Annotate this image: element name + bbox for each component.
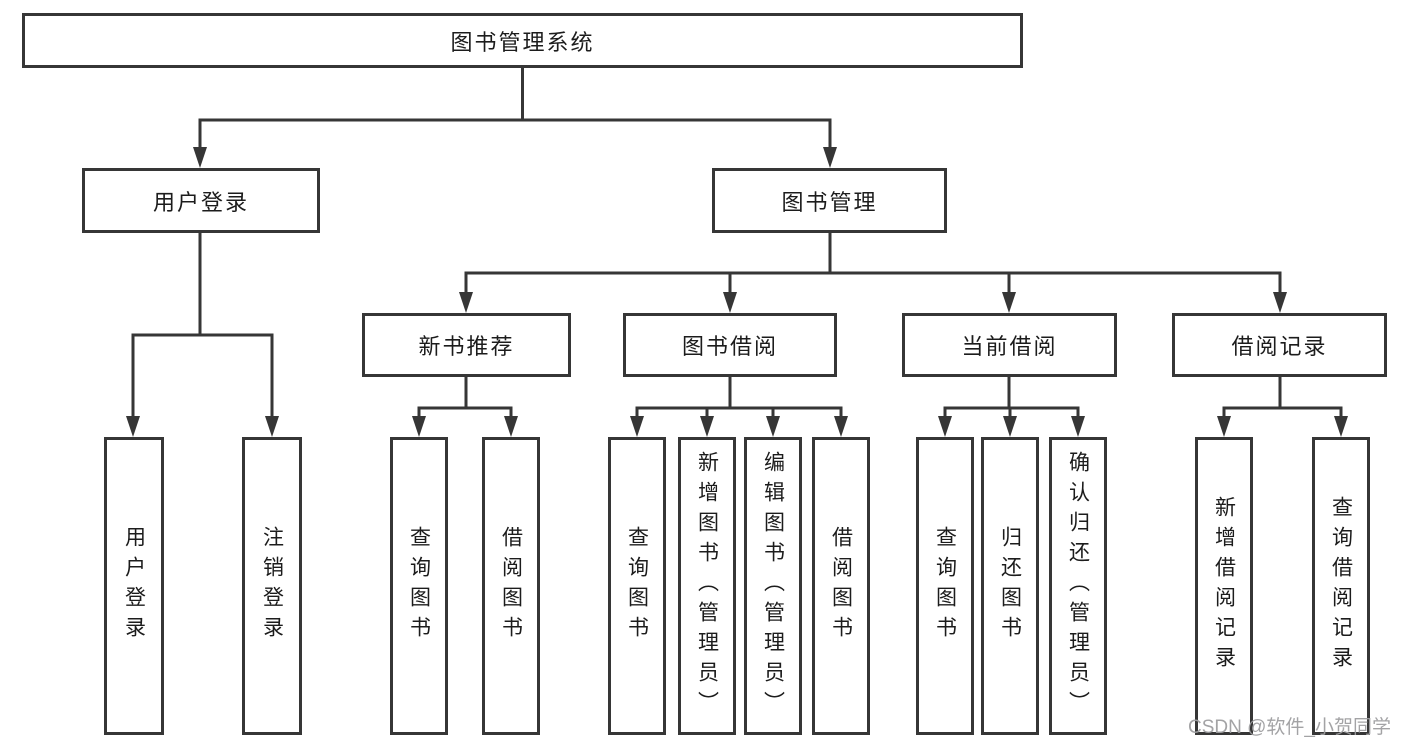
connector-borrow-to-leaves — [630, 377, 848, 437]
node-book-borrow-label: 图书借阅 — [681, 334, 778, 359]
leaf-label: 借阅图书 — [829, 526, 853, 646]
leaf-label: 查询图书 — [933, 526, 957, 646]
connector-current-to-leaves — [938, 377, 1085, 437]
node-book-mgmt: 图书管理 — [712, 168, 947, 233]
connector-root-to-level2 — [193, 68, 837, 168]
leaf-label: 新增借阅记录 — [1212, 496, 1236, 676]
leaf-user-login: 用户登录 — [104, 437, 164, 735]
leaf-add-book-admin: 新增图书（管理员） — [678, 437, 736, 735]
leaf-confirm-return-admin: 确认归还（管理员） — [1049, 437, 1107, 735]
node-user-login: 用户登录 — [82, 168, 320, 233]
node-root-label: 图书管理系统 — [450, 29, 595, 55]
node-new-book-rec: 新书推荐 — [362, 313, 571, 377]
connector-login-to-leaves — [126, 233, 279, 437]
leaf-label: 查询图书 — [625, 526, 649, 646]
leaf-logout: 注销登录 — [242, 437, 302, 735]
leaf-label: 用户登录 — [122, 526, 146, 646]
connector-record-to-leaves — [1217, 377, 1348, 437]
node-book-borrow: 图书借阅 — [623, 313, 837, 377]
leaf-label: 注销登录 — [260, 526, 284, 646]
leaf-edit-book-admin: 编辑图书（管理员） — [744, 437, 802, 735]
leaf-label: 查询图书 — [407, 526, 431, 646]
node-current-borrow-label: 当前借阅 — [961, 334, 1058, 359]
leaf-label: 确认归还（管理员） — [1066, 451, 1090, 721]
node-root: 图书管理系统 — [22, 13, 1023, 68]
leaf-label: 编辑图书（管理员） — [761, 451, 785, 721]
node-borrow-record: 借阅记录 — [1172, 313, 1387, 377]
leaf-label: 归还图书 — [998, 526, 1022, 646]
leaf-rec-query-book: 查询图书 — [390, 437, 448, 735]
connector-rec-to-leaves — [412, 377, 518, 437]
leaf-rec-borrow-book: 借阅图书 — [482, 437, 540, 735]
csdn-watermark: CSDN @软件_小贺同学 — [1188, 717, 1391, 738]
node-new-book-rec-label: 新书推荐 — [418, 334, 515, 359]
node-book-mgmt-label: 图书管理 — [781, 189, 878, 215]
leaf-label: 查询借阅记录 — [1329, 496, 1353, 676]
leaf-query-borrow-record: 查询借阅记录 — [1312, 437, 1370, 735]
leaf-borrow-query-book: 查询图书 — [608, 437, 666, 735]
leaf-borrow-book: 借阅图书 — [812, 437, 870, 735]
node-borrow-record-label: 借阅记录 — [1231, 334, 1328, 359]
leaf-label: 借阅图书 — [499, 526, 523, 646]
node-current-borrow: 当前借阅 — [902, 313, 1117, 377]
node-user-login-label: 用户登录 — [152, 189, 249, 215]
leaf-return-book: 归还图书 — [981, 437, 1039, 735]
connector-mgmt-to-level3 — [459, 232, 1287, 313]
leaf-label: 新增图书（管理员） — [695, 451, 719, 721]
leaf-add-borrow-record: 新增借阅记录 — [1195, 437, 1253, 735]
leaf-current-query-book: 查询图书 — [916, 437, 974, 735]
